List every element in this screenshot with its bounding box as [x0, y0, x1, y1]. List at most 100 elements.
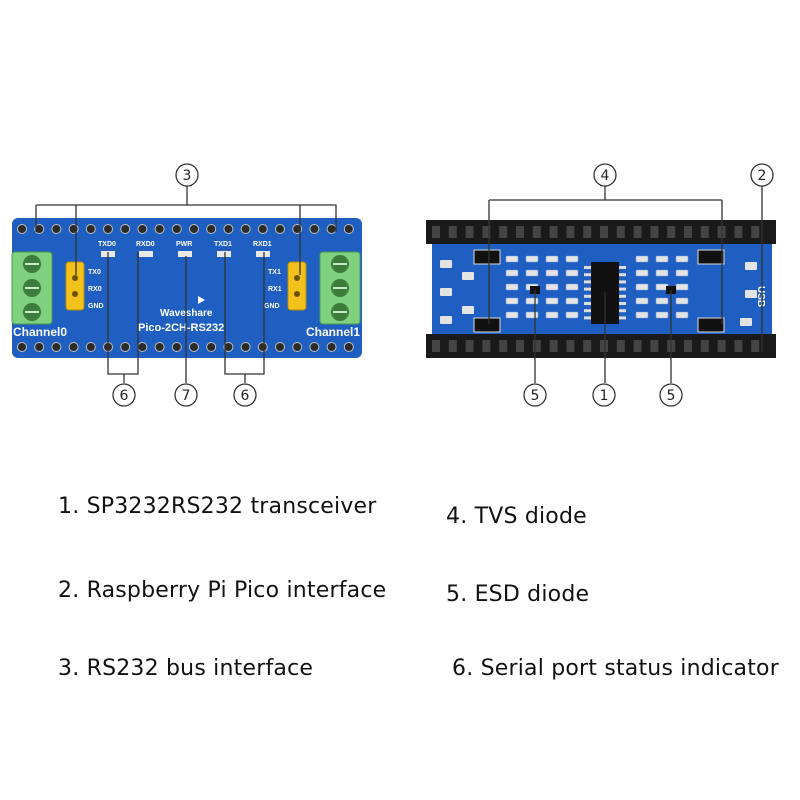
- chip-pin: [584, 316, 591, 320]
- header-slot: [583, 226, 592, 238]
- header-pin: [85, 224, 96, 234]
- header-slot: [667, 226, 676, 238]
- chip-pin: [619, 273, 626, 277]
- chip-pin: [584, 294, 591, 298]
- header-slot: [583, 340, 592, 352]
- header-slot: [465, 226, 474, 238]
- header-slot: [717, 340, 726, 352]
- smd-part: [545, 283, 559, 291]
- smd-part: [545, 311, 559, 319]
- back-bottom-pin-slots: [432, 340, 760, 352]
- pin-label-gnd-right: GND: [264, 303, 280, 310]
- header-slot: [432, 340, 440, 352]
- smd-part: [505, 269, 519, 277]
- smd-part: [675, 255, 689, 263]
- back-callout-lines: [488, 186, 763, 383]
- smd-part: [545, 255, 559, 263]
- header-pin: [137, 224, 148, 234]
- header-slot: [566, 226, 575, 238]
- chip-pin: [619, 287, 626, 291]
- legend-item-3: 3. RS232 bus interface: [58, 656, 314, 681]
- header-slot: [516, 226, 524, 238]
- smd-part: [745, 290, 757, 298]
- smd-part: [635, 255, 649, 263]
- header-pin: [223, 224, 234, 234]
- smd-part: [565, 311, 579, 319]
- channel1-label: Channel1: [306, 325, 360, 339]
- header-pin: [154, 342, 165, 352]
- smd-part: [740, 318, 752, 326]
- smd-part: [655, 311, 669, 319]
- header-pin: [275, 224, 285, 234]
- led-label-pwr: PWR: [176, 241, 192, 248]
- led-rxd0: [139, 251, 153, 257]
- smd-part: [505, 311, 519, 319]
- header-slot: [516, 340, 524, 352]
- smd-part: [745, 262, 757, 270]
- callout-4: 4: [593, 163, 617, 187]
- back-board: USB: [426, 186, 776, 383]
- header-slot: [751, 226, 760, 238]
- header-slot: [684, 340, 692, 352]
- header-slot: [734, 226, 743, 238]
- header-pin: [257, 342, 268, 352]
- svg-text:5: 5: [667, 388, 676, 404]
- svg-text:2: 2: [758, 168, 767, 184]
- header-slot: [650, 226, 659, 238]
- pin-label-gnd-left: GND: [88, 303, 104, 310]
- led-txd1: [217, 251, 231, 257]
- status-leds: TXD0 RXD0 PWR TXD1 RXD1: [98, 241, 272, 257]
- chip-pin: [584, 309, 591, 313]
- pin-label-tx0: TX0: [88, 269, 101, 276]
- chip-pin: [584, 266, 591, 269]
- smd-part: [675, 283, 689, 291]
- smd-part: [505, 283, 519, 291]
- callout-1: 1: [592, 383, 616, 407]
- header-pin: [17, 342, 27, 352]
- jumper-left: [65, 261, 85, 311]
- header-slot: [432, 226, 440, 238]
- header-pin: [326, 224, 337, 234]
- smd-part: [635, 297, 649, 305]
- smd-part: [545, 297, 559, 305]
- header-slot: [734, 340, 743, 352]
- header-pin: [51, 224, 62, 234]
- smd-part: [440, 316, 452, 324]
- header-slot: [499, 340, 508, 352]
- smd-part: [545, 269, 559, 277]
- legend-item-6: 6. Serial port status indicator: [452, 656, 779, 681]
- header-slot: [684, 226, 692, 238]
- svg-text:4: 4: [601, 168, 610, 184]
- front-top-header: [17, 224, 354, 234]
- pin-label-rx0: RX0: [88, 286, 102, 293]
- header-slot: [700, 226, 709, 238]
- smd-part: [635, 311, 649, 319]
- callout-3: 3: [175, 163, 199, 187]
- header-slot: [448, 340, 457, 352]
- header-pin: [103, 224, 113, 234]
- arrow-icon: [198, 296, 205, 304]
- smd-part: [655, 269, 669, 277]
- channel0-label: Channel0: [13, 325, 67, 339]
- jumper-right: [287, 261, 307, 311]
- legend-item-4: 4. TVS diode: [446, 504, 587, 529]
- led-label-txd0: TXD0: [98, 241, 116, 248]
- header-slot: [700, 340, 709, 352]
- led-label-rxd1: RXD1: [253, 241, 272, 248]
- smd-part: [635, 269, 649, 277]
- smd-part: [565, 255, 579, 263]
- header-slot: [751, 340, 760, 352]
- smd-part: [565, 283, 579, 291]
- front-board: TX0 RX0 GND TX1 RX1 GND TXD0 RXD0 PWR TX…: [11, 186, 362, 383]
- chip-pin: [619, 266, 626, 269]
- callout-6-right: 6: [233, 383, 257, 407]
- header-slot: [650, 340, 659, 352]
- callout-6-left: 6: [112, 383, 136, 407]
- header-pin: [240, 342, 251, 352]
- pin-label-rx1: RX1: [268, 286, 282, 293]
- smd-part: [525, 297, 539, 305]
- smd-part: [675, 269, 689, 277]
- chip-pin: [619, 294, 626, 298]
- chip-pin: [584, 287, 591, 291]
- header-pin: [171, 342, 182, 352]
